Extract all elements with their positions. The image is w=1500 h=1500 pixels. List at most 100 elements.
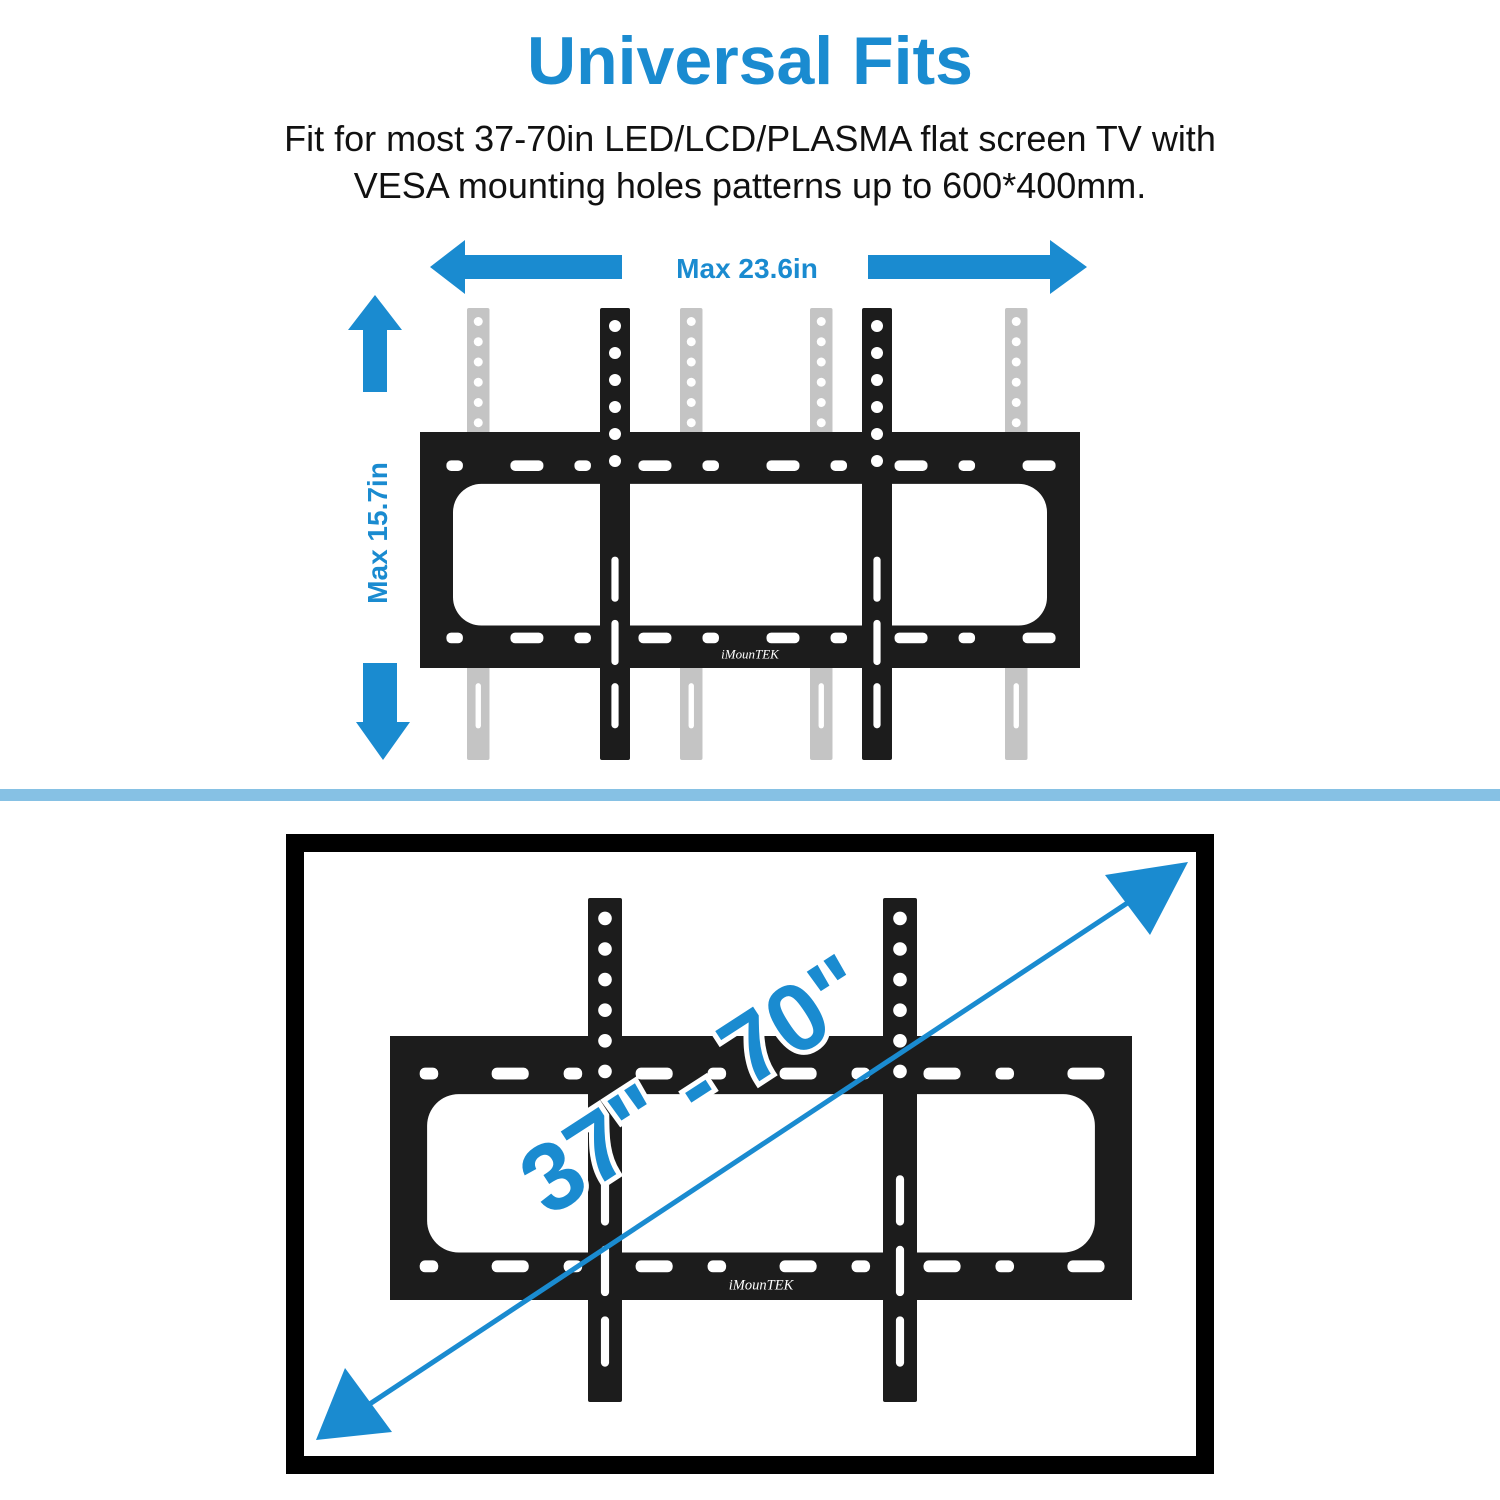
- bracket-hole: [1011, 418, 1021, 428]
- bracket-hole: [893, 911, 907, 926]
- frame-slot: [894, 460, 928, 471]
- bracket-hole: [473, 377, 483, 387]
- frame-slot: [958, 460, 976, 471]
- mount-bracket: [883, 898, 917, 1402]
- frame-slot: [1022, 632, 1056, 644]
- bracket-hole: [686, 357, 696, 367]
- bracket-hole: [871, 374, 883, 386]
- bracket-hole: [1011, 317, 1021, 326]
- brand-logo: iMounTEK: [729, 1277, 795, 1293]
- bracket-slot: [873, 683, 881, 729]
- frame-slot: [779, 1067, 817, 1080]
- bracket-slot: [475, 683, 481, 729]
- bracket-hole: [686, 317, 696, 326]
- bracket-hole: [473, 398, 483, 407]
- bracket-hole: [816, 377, 826, 387]
- arrow-right-icon: [868, 240, 1087, 294]
- bracket-hole: [686, 418, 696, 428]
- frame-slot: [766, 460, 800, 471]
- bracket-hole: [609, 401, 621, 413]
- bracket-hole: [871, 347, 883, 359]
- bracket-hole: [816, 317, 826, 326]
- bracket-hole: [609, 428, 621, 440]
- bracket-slot: [600, 1175, 610, 1226]
- bracket-hole: [473, 357, 483, 367]
- width-arrows: Max 23.6in: [430, 240, 1087, 294]
- bracket-slot: [895, 1245, 905, 1297]
- frame-slot: [894, 632, 928, 644]
- bracket-hole: [609, 347, 621, 359]
- frame-slot: [1067, 1260, 1105, 1273]
- bracket-hole: [686, 337, 696, 347]
- brand-logo: iMounTEK: [721, 647, 780, 662]
- bracket-hole: [598, 1034, 612, 1048]
- bracket-hole: [816, 418, 826, 428]
- frame-slot: [995, 1260, 1015, 1273]
- bracket-slot: [600, 1245, 610, 1297]
- frame-slot: [419, 1260, 439, 1273]
- bracket-hole: [871, 428, 883, 440]
- bracket-hole: [893, 972, 907, 987]
- frame-slot: [707, 1260, 727, 1273]
- frame-slot: [851, 1260, 871, 1273]
- frame-slot: [1067, 1067, 1105, 1080]
- mount-bracket: [600, 308, 630, 760]
- frame-slot: [830, 632, 848, 644]
- frame-slot: [958, 632, 976, 644]
- frame-slot: [707, 1067, 727, 1080]
- bracket-hole: [816, 398, 826, 407]
- bracket-hole: [473, 418, 483, 428]
- bracket-hole: [871, 401, 883, 413]
- bracket-slot: [895, 1175, 905, 1226]
- bracket-hole: [473, 317, 483, 326]
- bracket-slot: [873, 619, 881, 666]
- bracket-hole: [1011, 377, 1021, 387]
- frame-slot: [510, 460, 544, 471]
- frame-slot: [830, 460, 848, 471]
- bracket-hole: [609, 320, 621, 332]
- bracket-hole: [1011, 398, 1021, 407]
- bracket-slot: [600, 1316, 610, 1367]
- frame-slot: [923, 1260, 961, 1273]
- frame-slot: [779, 1260, 817, 1273]
- arrow-down-icon: [356, 663, 410, 760]
- frame-slot: [702, 632, 719, 644]
- frame-slot: [635, 1260, 673, 1273]
- mount-bottom: iMounTEK: [390, 898, 1132, 1402]
- bracket-hole: [871, 455, 883, 467]
- bracket-hole: [871, 320, 883, 332]
- bracket-hole: [893, 1064, 907, 1079]
- arrow-tail-icon: [316, 1368, 392, 1440]
- mount-top: iMounTEK: [420, 308, 1080, 760]
- bracket-hole: [686, 398, 696, 407]
- frame-slot: [638, 632, 672, 644]
- bracket-hole: [598, 972, 612, 987]
- mount-bracket: [588, 898, 622, 1402]
- bracket-hole: [816, 337, 826, 347]
- frame-slot: [419, 1067, 439, 1080]
- bracket-hole: [609, 455, 621, 467]
- bracket-hole: [686, 377, 696, 387]
- bracket-slot: [611, 556, 619, 602]
- bracket-hole: [1011, 357, 1021, 367]
- bracket-hole: [598, 1003, 612, 1017]
- frame-slot: [702, 460, 719, 471]
- bracket-hole: [893, 1003, 907, 1017]
- bracket-hole: [598, 942, 612, 956]
- bracket-hole: [598, 1064, 612, 1079]
- frame-slot: [563, 1067, 583, 1080]
- bracket-slot: [873, 556, 881, 602]
- bracket-hole: [816, 357, 826, 367]
- divider: [0, 789, 1500, 801]
- bracket-hole: [893, 1034, 907, 1048]
- frame-slot: [638, 460, 672, 471]
- bracket-hole: [893, 942, 907, 956]
- bracket-hole: [598, 911, 612, 926]
- tv-screen-frame: [286, 834, 1214, 1474]
- frame-slot: [491, 1067, 529, 1080]
- frame-slot: [574, 632, 591, 644]
- arrow-up-icon: [348, 295, 402, 392]
- frame-slot: [491, 1260, 529, 1273]
- bracket-slot: [611, 619, 619, 666]
